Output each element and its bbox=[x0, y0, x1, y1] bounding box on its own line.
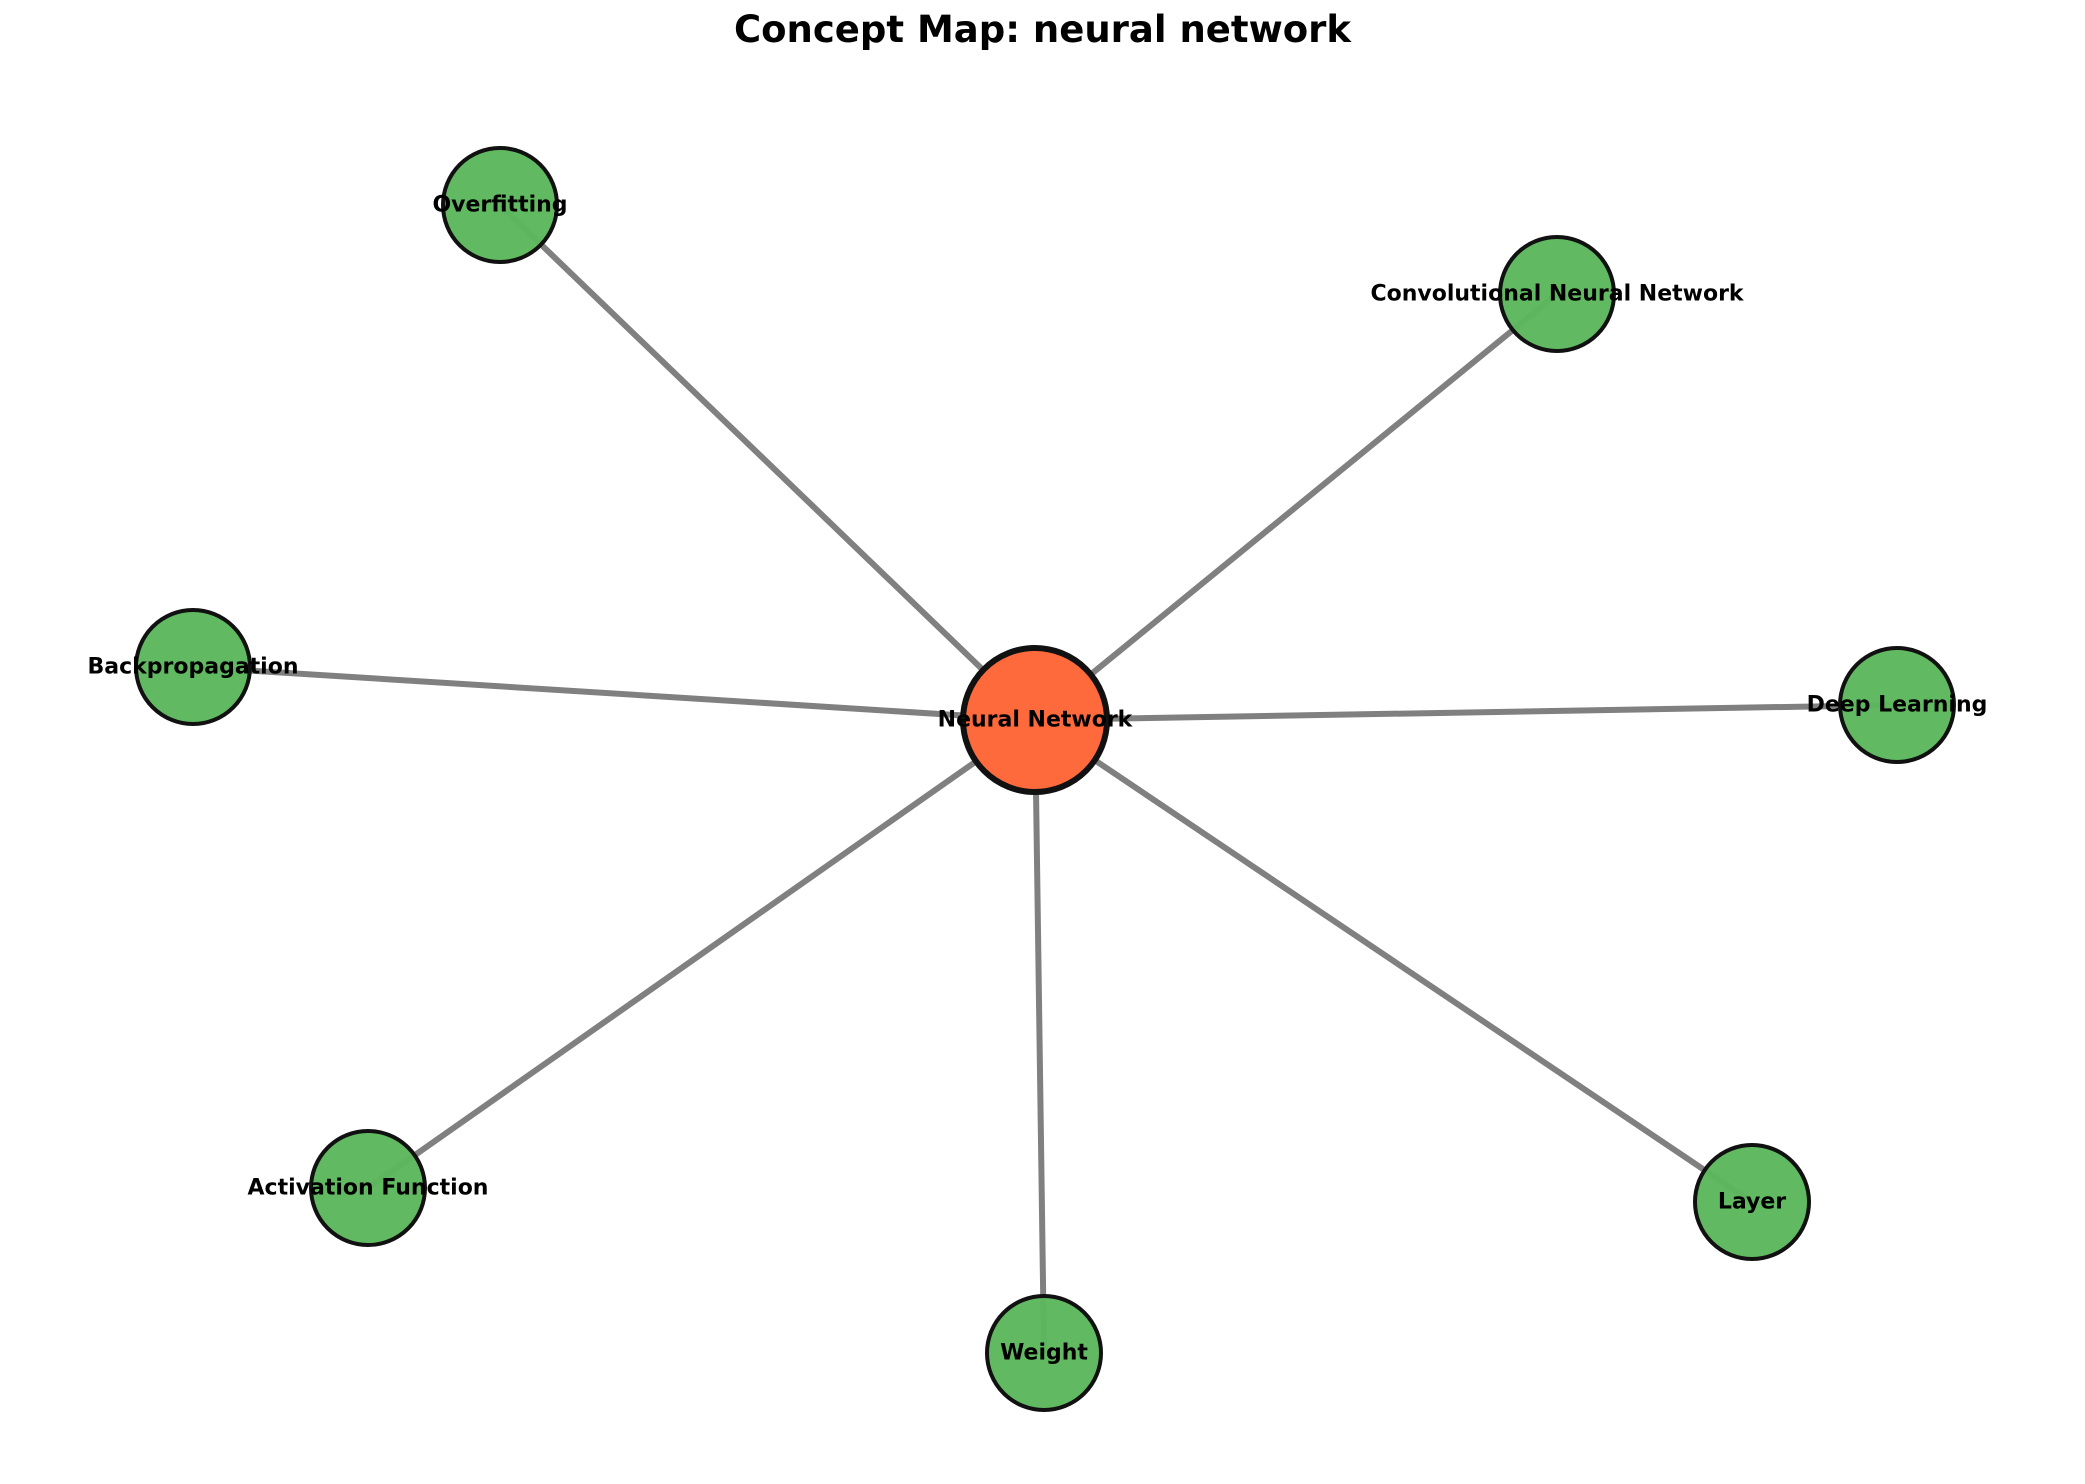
edge-backpropagation bbox=[192, 664, 1036, 723]
node-activation-function[interactable] bbox=[309, 1129, 427, 1247]
node-label-deep-learning: Deep Learning bbox=[1807, 693, 1988, 718]
node-weight[interactable] bbox=[985, 1294, 1103, 1412]
node-convolutional-neural-network[interactable] bbox=[1498, 235, 1616, 353]
node-label-weight: Weight bbox=[1000, 1341, 1088, 1366]
node-label-layer: Layer bbox=[1718, 1190, 1786, 1215]
edge-weight bbox=[1032, 719, 1047, 1354]
edge-convolutional-neural-network bbox=[1033, 291, 1559, 723]
node-overfitting[interactable] bbox=[441, 146, 559, 264]
edge-layer bbox=[1033, 717, 1754, 1205]
node-backpropagation[interactable] bbox=[134, 608, 252, 726]
nodes-layer bbox=[134, 146, 1956, 1412]
node-label-activation-function: Activation Function bbox=[248, 1176, 489, 1201]
diagram-title: Concept Map: neural network bbox=[733, 8, 1352, 51]
edge-activation-function bbox=[366, 717, 1037, 1191]
node-label-backpropagation: Backpropagation bbox=[87, 655, 298, 680]
node-label-neural-network: Neural Network bbox=[938, 708, 1134, 733]
edge-deep-learning bbox=[1034, 702, 1898, 723]
edge-overfitting bbox=[497, 202, 1038, 723]
edges-layer bbox=[192, 202, 1898, 1354]
node-neural-network[interactable] bbox=[960, 645, 1110, 795]
node-layer[interactable] bbox=[1693, 1143, 1811, 1261]
node-deep-learning[interactable] bbox=[1838, 646, 1956, 764]
node-label-overfitting: Overfitting bbox=[432, 193, 567, 218]
node-label-convolutional-neural-network: Convolutional Neural Network bbox=[1370, 282, 1744, 307]
